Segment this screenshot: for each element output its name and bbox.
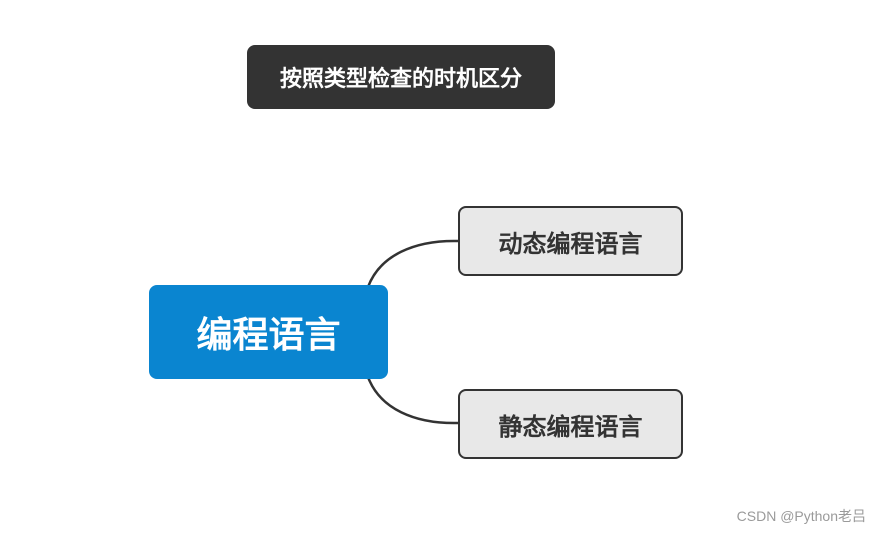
central-node: 编程语言 bbox=[149, 285, 388, 379]
child-node-static: 静态编程语言 bbox=[458, 389, 683, 459]
diagram-title: 按照类型检查的时机区分 bbox=[247, 45, 555, 109]
child-node-dynamic: 动态编程语言 bbox=[458, 206, 683, 276]
connector-top bbox=[366, 239, 459, 288]
watermark: CSDN @Python老吕 bbox=[736, 508, 866, 524]
connector-bottom bbox=[366, 376, 459, 425]
